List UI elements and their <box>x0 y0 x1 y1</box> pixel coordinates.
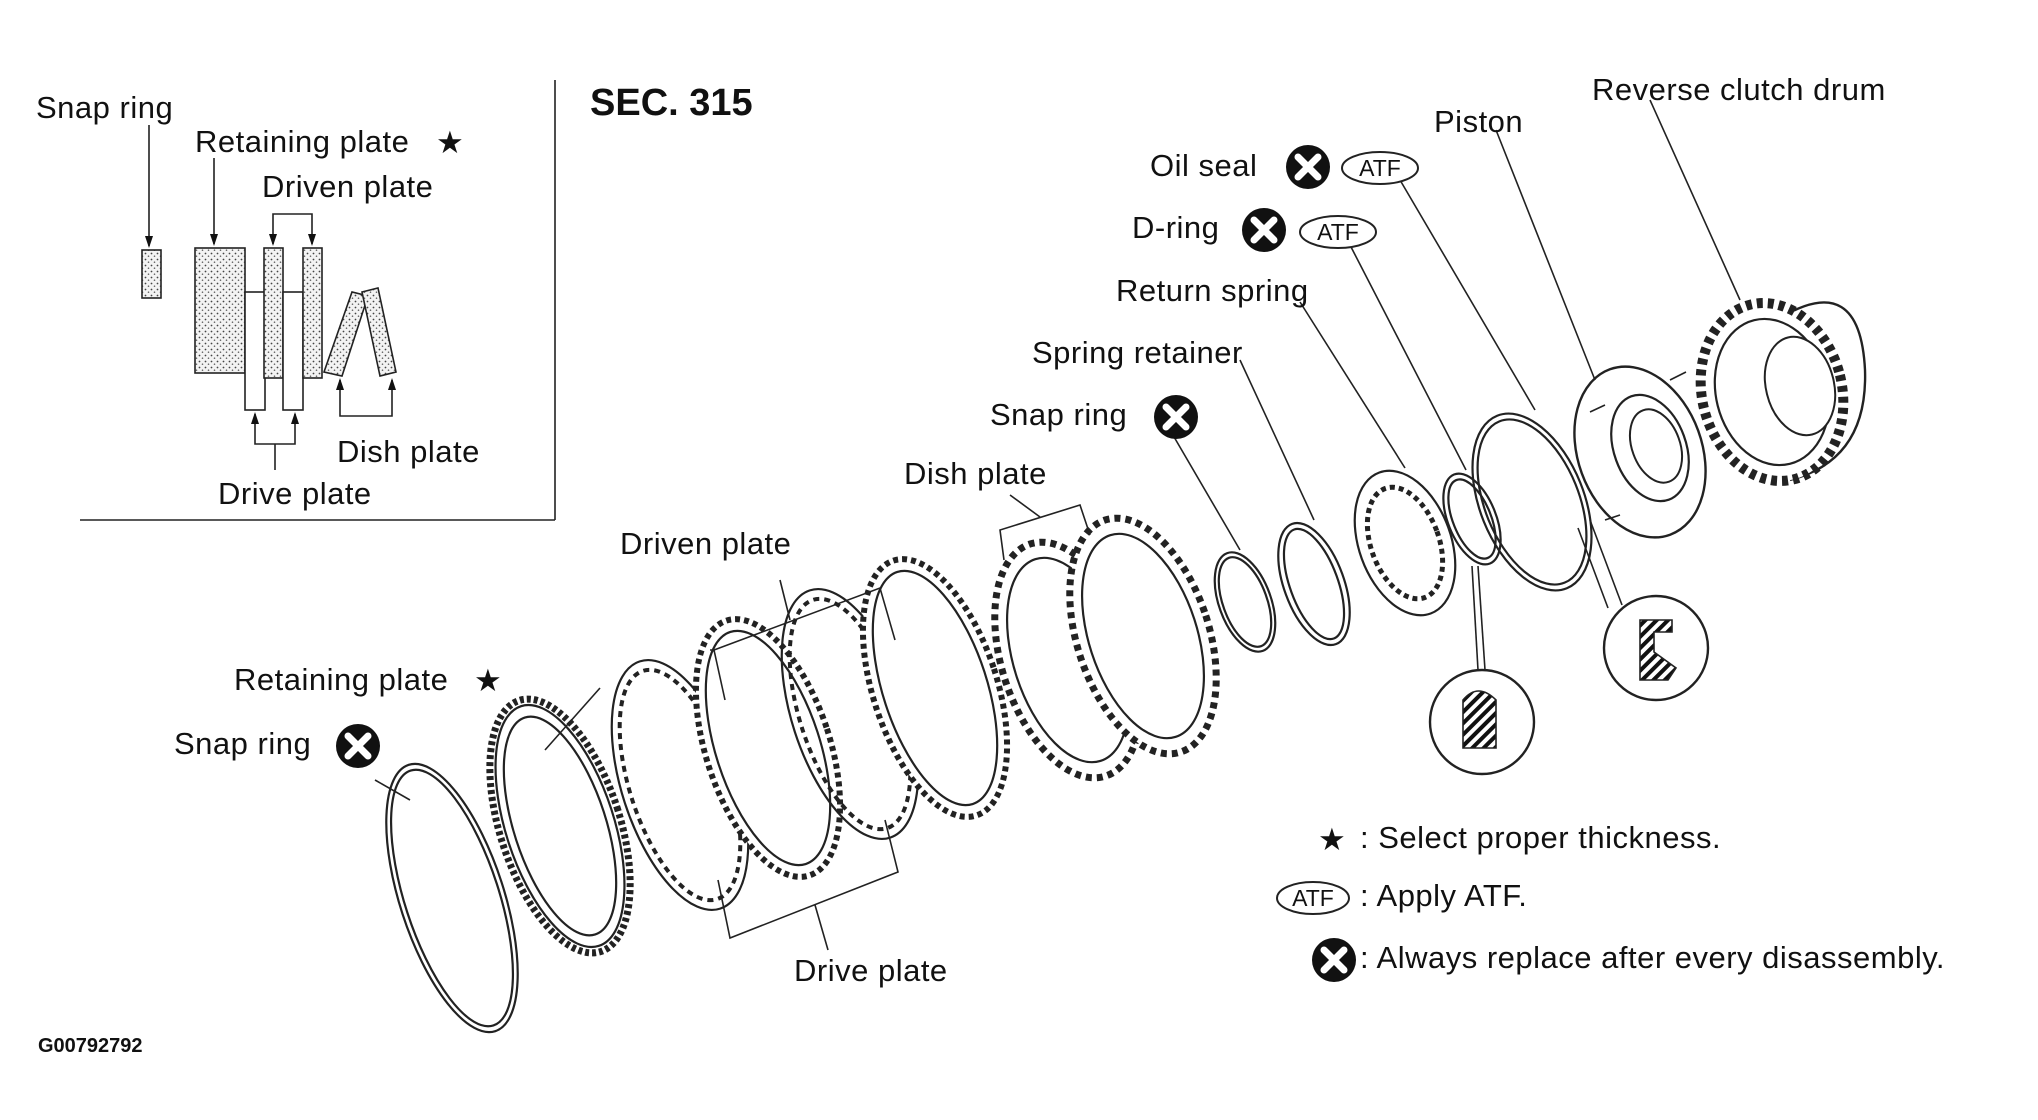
dish-plate-label: Dish plate <box>904 456 1047 491</box>
legend: ★ : Select proper thickness. ATF : Apply… <box>1276 820 1945 982</box>
retaining-plate-star-icon: ★ <box>474 663 502 698</box>
driven-plate-2-part <box>859 556 1011 820</box>
svg-text:ATF: ATF <box>1292 885 1334 911</box>
legend-replace-x-icon <box>1312 938 1356 982</box>
inset-driven-plate-shape-1 <box>263 247 284 379</box>
spring-retainer-part <box>1277 521 1351 647</box>
inset-drive-plate-shape-2 <box>282 291 304 411</box>
svg-text:ATF: ATF <box>1317 219 1359 245</box>
inset-star-icon: ★ <box>436 125 464 160</box>
legend-star-text: : Select proper thickness. <box>1360 820 1721 855</box>
oil-seal-label: Oil seal <box>1150 148 1257 183</box>
piston-label: Piston <box>1434 104 1523 139</box>
inset-drive-plate-label: Drive plate <box>218 476 372 511</box>
inset-retaining-plate-label: Retaining plate <box>195 124 409 159</box>
inset-dish-plate-label: Dish plate <box>337 434 480 469</box>
d-ring-atf-oval-icon: ATF <box>1299 215 1377 249</box>
inset-drive-plate-shape-1 <box>244 291 266 411</box>
legend-atf-text: : Apply ATF. <box>1360 878 1527 913</box>
reverse-clutch-drum-part <box>1695 298 1867 486</box>
section-title: SEC. 315 <box>590 82 753 124</box>
piston-part <box>1573 365 1707 539</box>
figure-id: G00792792 <box>38 1035 143 1057</box>
oil-seal-replace-x-icon <box>1286 145 1330 189</box>
retaining-plate-part <box>486 695 634 957</box>
inset-dish-plate-left <box>322 291 370 377</box>
dish-plate-2-part <box>1066 514 1220 758</box>
retaining-plate-label: Retaining plate <box>234 662 448 697</box>
d-ring-label: D-ring <box>1132 210 1219 245</box>
detail-dring-section <box>1428 565 1536 776</box>
detail-piston-section <box>1577 519 1710 702</box>
spring-retainer-label: Spring retainer <box>1032 335 1243 370</box>
driven-plate-1-part <box>692 616 844 880</box>
inset-dish-plate-right <box>361 287 397 377</box>
inset-snap-ring-shape <box>141 249 162 299</box>
snap-ring-lower-replace-x-icon <box>336 724 380 768</box>
inset-snap-ring-label: Snap ring <box>36 90 173 125</box>
snap-ring-upper-part <box>1213 551 1277 653</box>
reverse-clutch-drum-label: Reverse clutch drum <box>1592 72 1886 107</box>
leaders <box>374 99 1741 801</box>
inset-retaining-plate-shape <box>194 247 246 374</box>
driven-plate-label: Driven plate <box>620 526 791 561</box>
oil-seal-atf-oval-icon: ATF <box>1341 151 1419 185</box>
inset-driven-plate-label: Driven plate <box>262 169 433 204</box>
oil-seal-part <box>1471 412 1593 592</box>
snap-ring-lower-label: Snap ring <box>174 726 311 761</box>
legend-replace-text: : Always replace after every disassembly… <box>1360 940 1945 975</box>
snap-ring-upper-label: Snap ring <box>990 397 1127 432</box>
parts <box>385 298 1867 1034</box>
d-ring-replace-x-icon <box>1242 208 1286 252</box>
return-spring-label: Return spring <box>1116 273 1309 308</box>
snap-ring-upper-replace-x-icon <box>1154 395 1198 439</box>
inset-leaders <box>145 125 396 470</box>
legend-star-icon: ★ <box>1318 822 1346 857</box>
inset-panel: Snap ring Retaining plate ★ Driven plate… <box>36 80 556 521</box>
d-ring-part <box>1442 472 1502 566</box>
svg-text:ATF: ATF <box>1359 155 1401 181</box>
inset-driven-plate-shape-2 <box>302 247 323 379</box>
group-brackets <box>710 494 1091 951</box>
return-spring-part <box>1353 469 1457 617</box>
snap-ring-lower-part <box>385 762 519 1034</box>
legend-atf-oval-icon: ATF <box>1276 881 1350 915</box>
drive-plate-label: Drive plate <box>794 953 948 988</box>
